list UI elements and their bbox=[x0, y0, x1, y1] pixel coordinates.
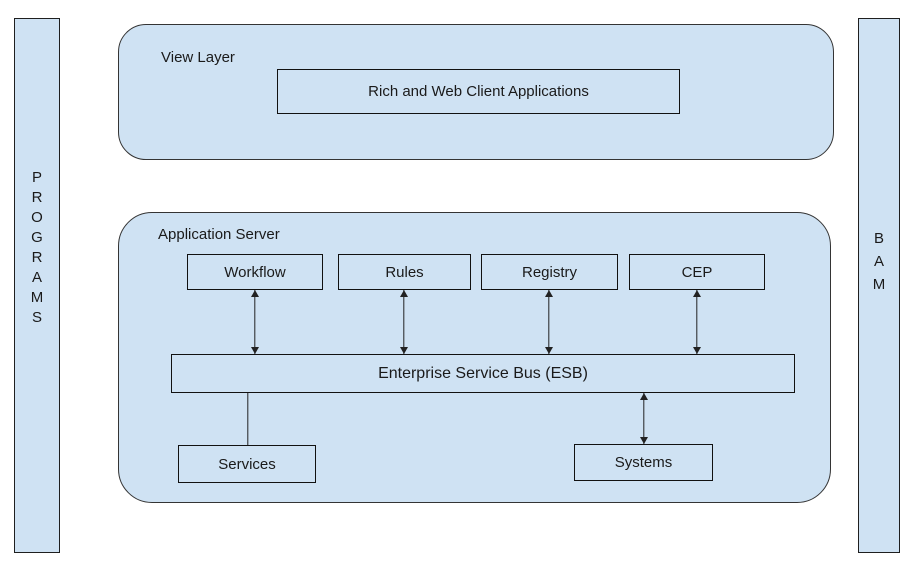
arrow-up-icon bbox=[640, 393, 648, 400]
workflow-label: Workflow bbox=[224, 263, 286, 281]
arrow-up-icon bbox=[545, 290, 553, 297]
rich-web-client-applications-box: Rich and Web Client Applications bbox=[277, 69, 680, 114]
cep-label: CEP bbox=[681, 263, 713, 281]
esb-label: Enterprise Service Bus (ESB) bbox=[378, 364, 588, 382]
cep-box: CEP bbox=[629, 254, 765, 290]
programs-bar: PROGRAMS bbox=[14, 18, 60, 553]
systems-label: Systems bbox=[614, 454, 673, 471]
esb-services-line bbox=[243, 393, 253, 445]
connector-line bbox=[247, 393, 249, 445]
programs-bar-label: PROGRAMS bbox=[28, 168, 46, 329]
rules-label: Rules bbox=[385, 263, 424, 281]
arrow-up-icon bbox=[693, 290, 701, 297]
esb-box: Enterprise Service Bus (ESB) bbox=[171, 354, 795, 393]
arrow-down-icon bbox=[545, 347, 553, 354]
arrow-line bbox=[696, 290, 698, 354]
esb-systems-arrow bbox=[639, 393, 649, 444]
application-server-container: Application Server Workflow Rules Regist… bbox=[118, 212, 831, 503]
cep-esb-arrow bbox=[692, 290, 702, 354]
arrow-line bbox=[403, 290, 405, 354]
arrow-down-icon bbox=[640, 437, 648, 444]
arrow-line bbox=[254, 290, 256, 354]
arrow-line bbox=[643, 393, 645, 444]
registry-label: Registry bbox=[521, 263, 577, 281]
arrow-down-icon bbox=[400, 347, 408, 354]
workflow-esb-arrow bbox=[250, 290, 260, 354]
arrow-line bbox=[548, 290, 550, 354]
arrow-up-icon bbox=[400, 290, 408, 297]
view-layer-container: View Layer Rich and Web Client Applicati… bbox=[118, 24, 834, 160]
rules-box: Rules bbox=[338, 254, 471, 290]
systems-box: Systems bbox=[574, 444, 713, 481]
bam-bar-label: BAM bbox=[870, 230, 888, 299]
registry-esb-arrow bbox=[544, 290, 554, 354]
arrow-up-icon bbox=[251, 290, 259, 297]
view-layer-title: View Layer bbox=[161, 49, 235, 66]
bam-bar: BAM bbox=[858, 18, 900, 553]
arrow-down-icon bbox=[251, 347, 259, 354]
services-label: Services bbox=[218, 455, 276, 473]
services-box: Services bbox=[178, 445, 316, 483]
arrow-down-icon bbox=[693, 347, 701, 354]
application-server-title: Application Server bbox=[158, 226, 280, 243]
registry-box: Registry bbox=[481, 254, 618, 290]
rich-web-client-applications-label: Rich and Web Client Applications bbox=[368, 83, 589, 100]
workflow-box: Workflow bbox=[187, 254, 323, 290]
rules-esb-arrow bbox=[399, 290, 409, 354]
